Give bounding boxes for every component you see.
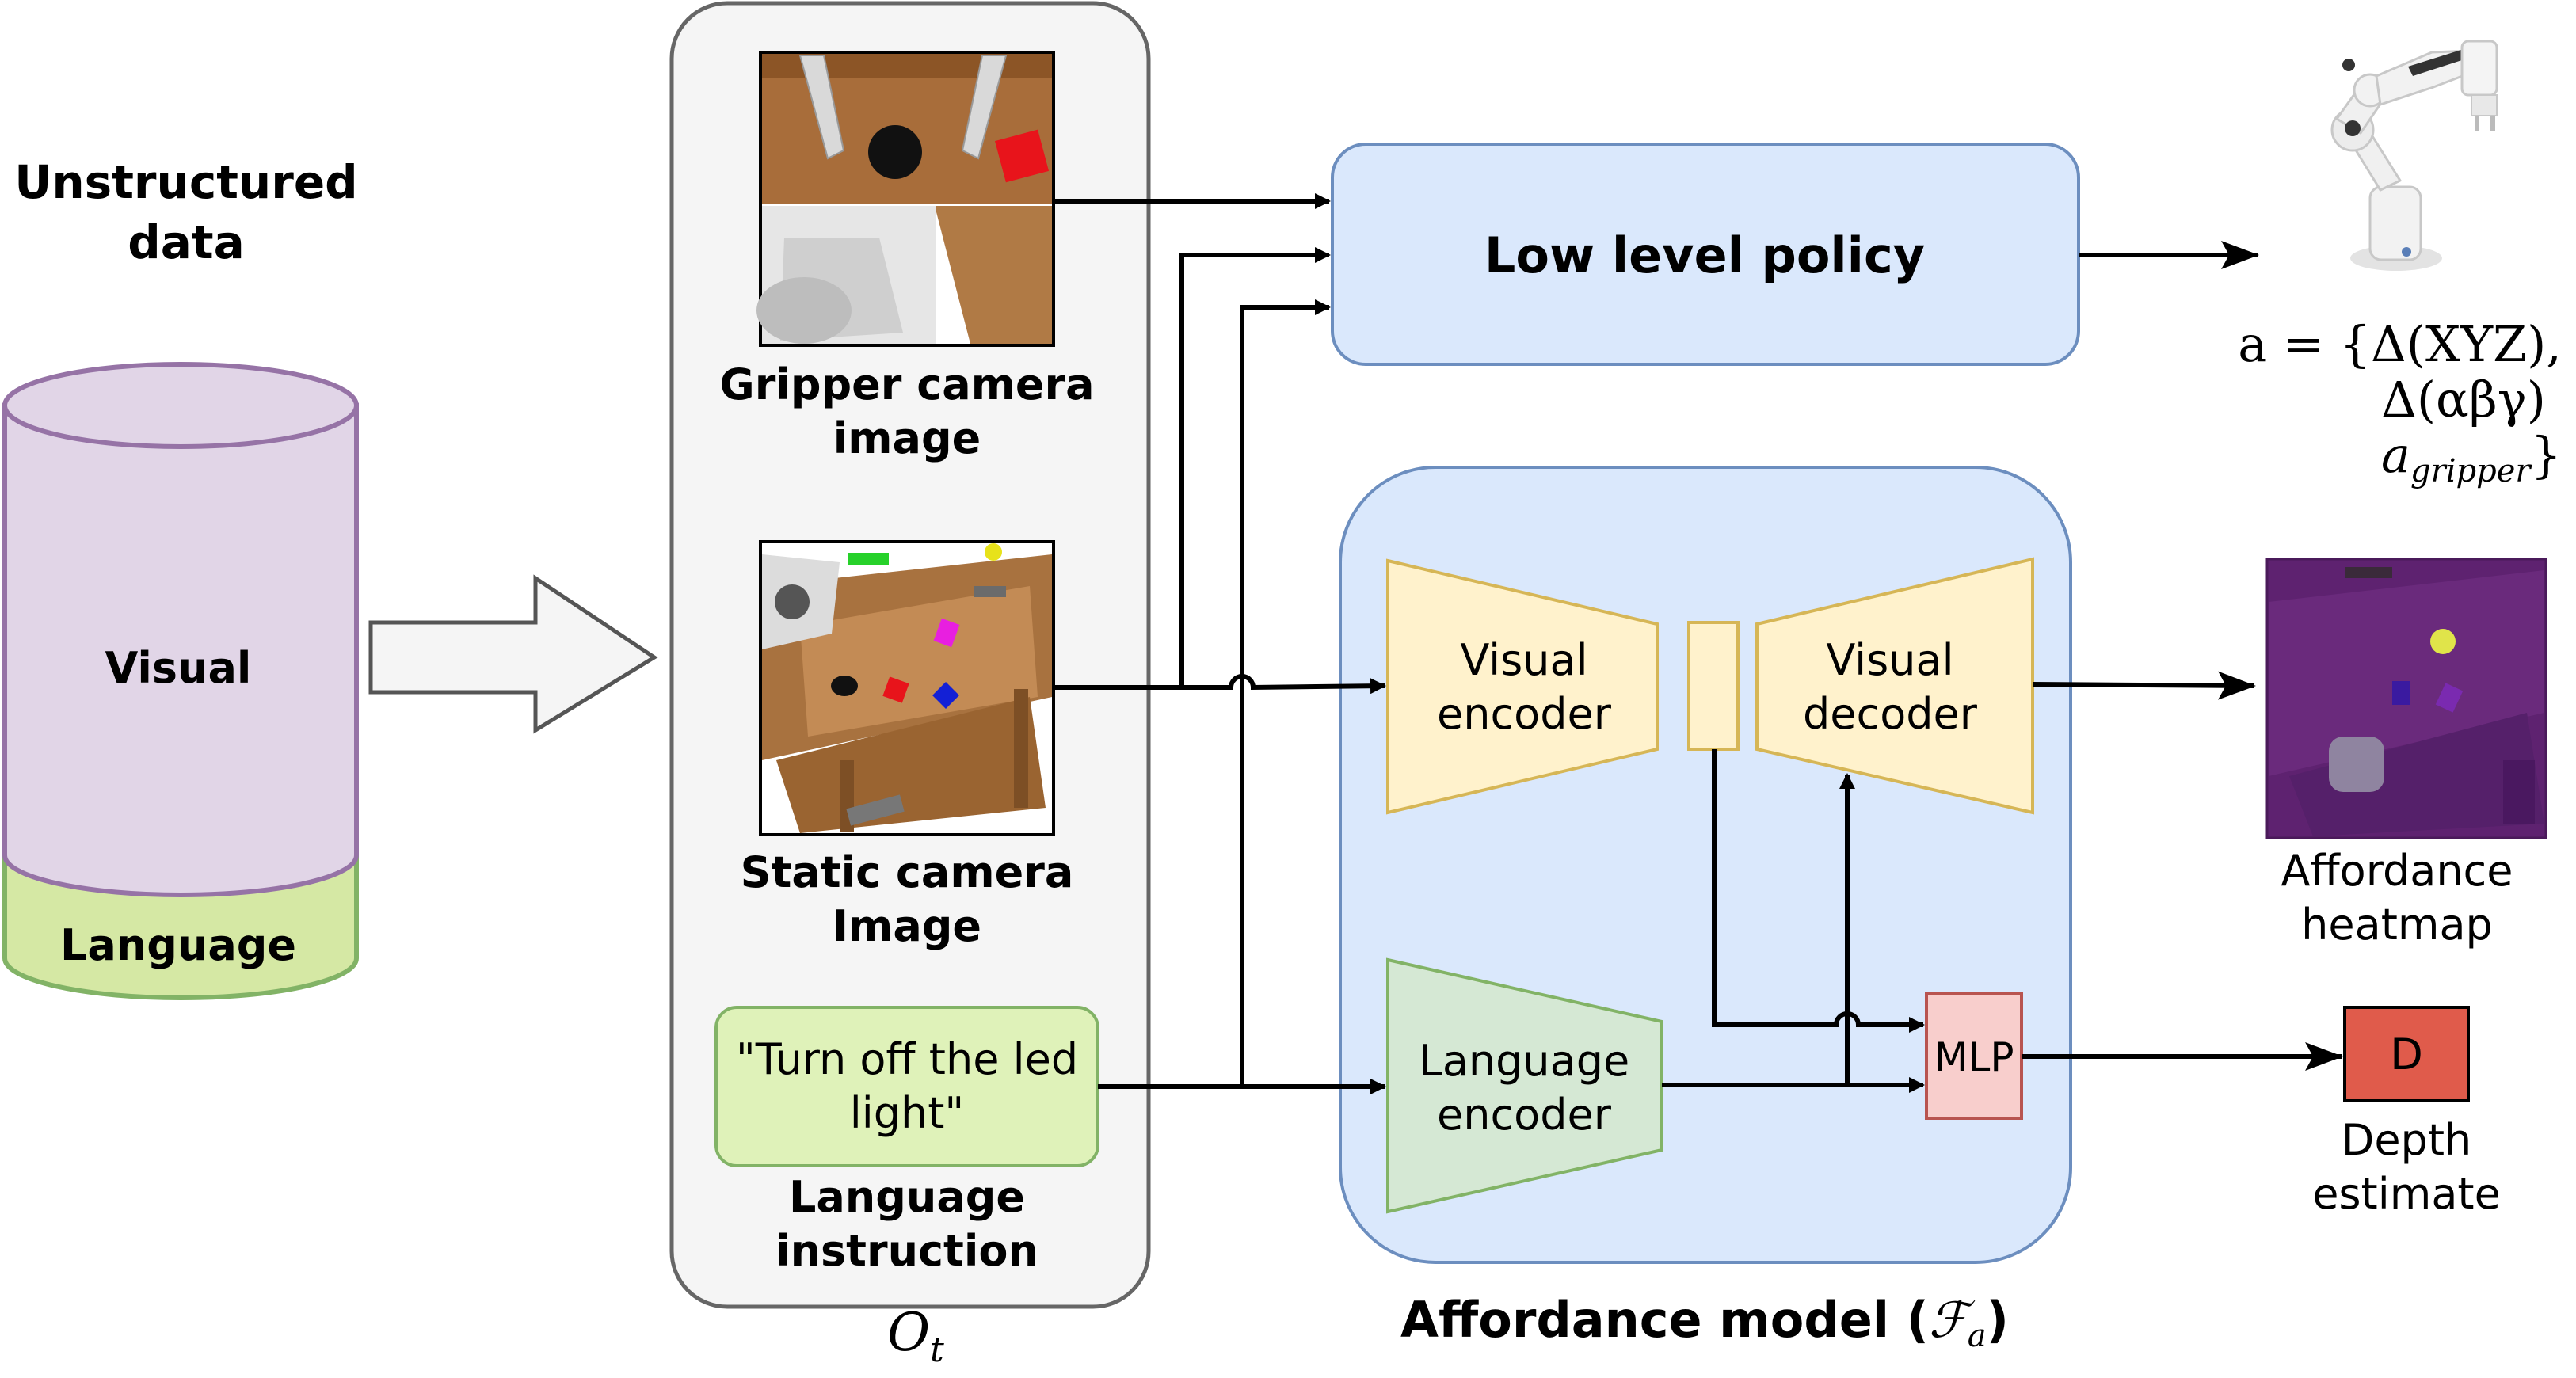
language-encoder-line2: encoder — [1437, 1090, 1612, 1140]
connector-arrows — [1054, 193, 2343, 1094]
depth-caption-line2: estimate — [2312, 1169, 2501, 1219]
visual-data-cylinder — [2, 403, 359, 897]
arrow-static-to-policy — [1179, 247, 1331, 687]
observation-symbol-main: O — [887, 1302, 930, 1363]
visual-decoder-line1: Visual — [1826, 635, 1953, 685]
static-caption-line2: Image — [833, 901, 981, 951]
gripper-caption-line2: image — [833, 413, 981, 463]
visual-data-label: Visual — [105, 643, 252, 693]
unstructured-title-line2: data — [128, 215, 245, 269]
mlp-label: MLP — [1934, 1034, 2014, 1080]
instruction-caption-line2: instruction — [775, 1226, 1038, 1276]
visual-decoder-block — [1755, 557, 2034, 815]
observation-symbol-sub: t — [930, 1330, 944, 1370]
heatmap-caption-line2: heatmap — [2301, 900, 2493, 950]
instruction-caption-line1: Language — [789, 1172, 1025, 1222]
visual-decoder-line2: decoder — [1803, 689, 1978, 739]
data-flow-hollow-arrow — [368, 574, 658, 734]
affordance-heatmap-image — [2265, 558, 2547, 839]
language-data-label: Language — [60, 920, 296, 970]
action-formula-line3: agripper} — [2381, 426, 2562, 489]
instruction-text-line2: light" — [850, 1088, 965, 1138]
visual-encoder-line1: Visual — [1460, 635, 1587, 685]
affordance-title-prefix: Affordance model ( — [1400, 1291, 1929, 1349]
language-instruction-box — [714, 1006, 1099, 1167]
action-gripper-symbol: a — [2381, 426, 2410, 484]
visual-encoder-line2: encoder — [1437, 689, 1612, 739]
observation-symbol: Ot — [887, 1302, 944, 1370]
affordance-model-title: Affordance model (ℱa) — [1400, 1291, 2009, 1354]
depth-box-label: D — [2390, 1030, 2423, 1079]
gripper-camera-image — [756, 51, 1055, 347]
visual-encoder-block — [1386, 558, 1659, 815]
action-close-brace: } — [2531, 426, 2562, 484]
action-formula-line2: Δ(αβγ) — [2381, 371, 2546, 428]
unstructured-data-group: Unstructured data Visual Language — [2, 155, 359, 1000]
affordance-title-sub: a — [1968, 1318, 1987, 1354]
unstructured-title-line1: Unstructured — [14, 155, 357, 209]
gripper-caption-line1: Gripper camera — [719, 360, 1094, 409]
heatmap-caption-line1: Affordance — [2281, 846, 2513, 896]
arrow-static-to-visual-encoder — [1054, 674, 1386, 695]
observation-panel: Gripper camera image Static camera Image… — [669, 1, 1151, 1309]
robot-arm-icon — [2330, 40, 2498, 271]
action-formula-line1: a = {Δ(XYZ), — [2238, 315, 2562, 373]
depth-estimate-box — [2343, 1006, 2470, 1102]
language-encoder-block — [1386, 957, 1663, 1214]
affordance-title-suffix: ) — [1987, 1291, 2009, 1349]
static-caption-line1: Static camera — [741, 847, 1074, 897]
language-encoder-line1: Language — [1419, 1036, 1630, 1086]
arrow-language-to-policy — [1240, 299, 1331, 1087]
low-level-policy-label: Low level policy — [1484, 226, 1925, 284]
mlp-block — [1925, 992, 2023, 1120]
arrow-decoder-to-heatmap — [2032, 671, 2256, 700]
depth-caption-line1: Depth — [2342, 1115, 2471, 1165]
static-camera-image — [759, 540, 1055, 836]
cylinder-top — [2, 362, 359, 449]
action-gripper-sub: gripper — [2410, 453, 2532, 489]
latent-bottleneck-block — [1687, 621, 1740, 751]
instruction-text-line1: "Turn off the led — [736, 1034, 1078, 1084]
